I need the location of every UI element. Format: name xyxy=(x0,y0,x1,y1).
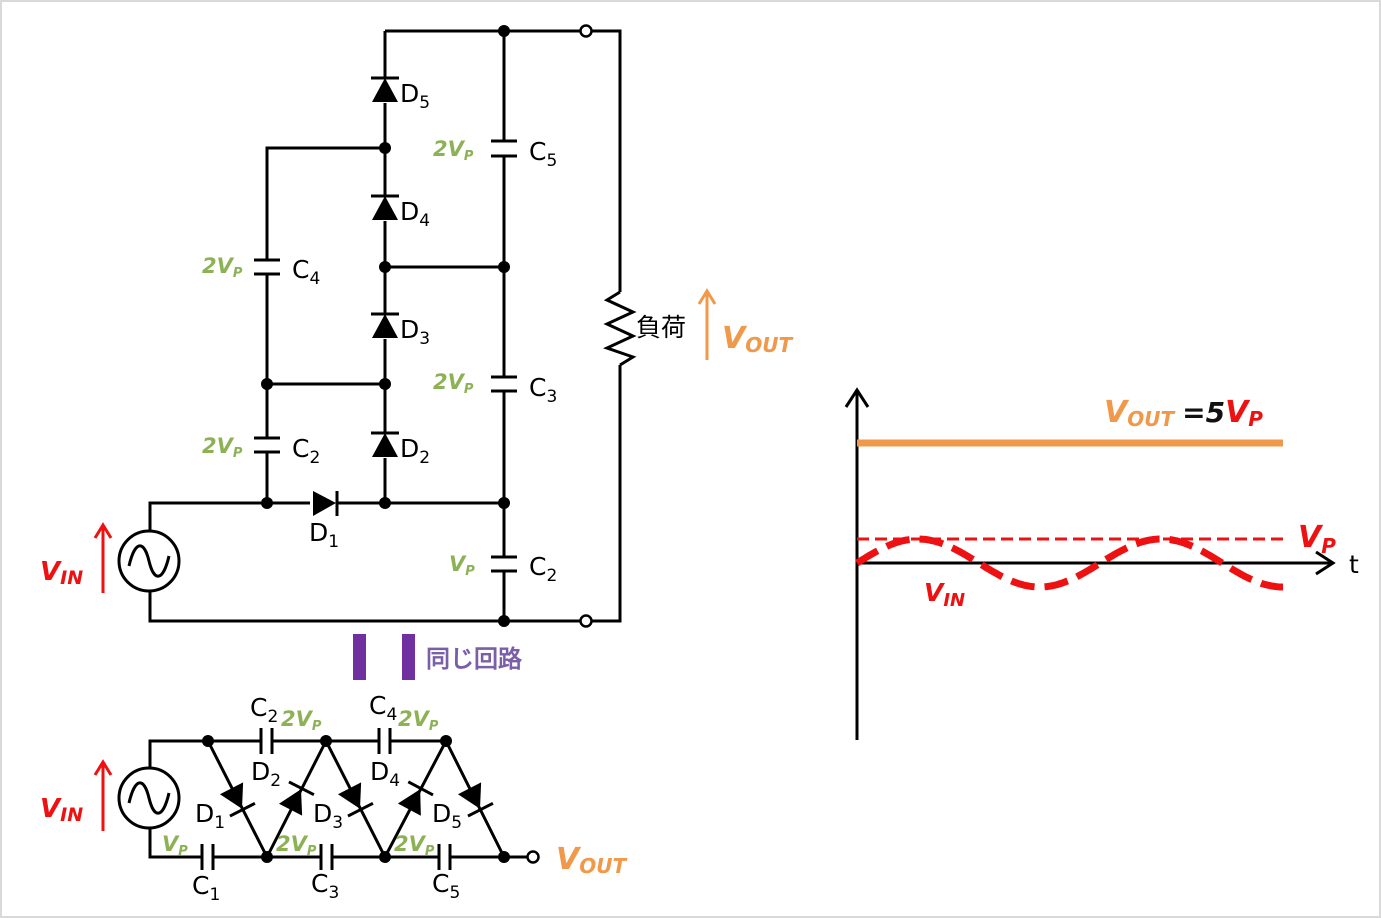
svg-text:C2: C2 xyxy=(292,434,320,468)
vin-arrow-icon xyxy=(93,759,113,831)
diode-d2-ladder xyxy=(278,780,315,816)
top-circuit: D5 D4 D3 D2 D1 C5 xyxy=(40,24,793,628)
svg-text:D1: D1 xyxy=(309,518,339,552)
svg-text:D4: D4 xyxy=(400,197,430,231)
diode-label: D5 xyxy=(400,79,430,113)
svg-text:D5: D5 xyxy=(432,799,462,833)
diode-d1-ladder xyxy=(219,782,256,818)
load-resistor-icon xyxy=(602,290,637,367)
node xyxy=(379,497,391,509)
svg-text:D2: D2 xyxy=(251,757,281,791)
svg-text:D4: D4 xyxy=(370,757,400,791)
output-terminal-bottom xyxy=(579,614,593,628)
vout-label: VOUT xyxy=(722,321,793,357)
diode-d1: D1 xyxy=(309,491,339,552)
node xyxy=(379,142,391,154)
capacitor-c1-ladder xyxy=(200,844,215,870)
equivalence-bar-right xyxy=(402,634,415,680)
voltage-label: 2VP xyxy=(394,832,435,859)
node xyxy=(498,25,510,37)
svg-text:C5: C5 xyxy=(432,869,460,903)
load-label: 負荷 xyxy=(636,313,686,342)
diode-d4-ladder xyxy=(397,780,434,816)
vin-wave-label: VIN xyxy=(924,578,965,611)
vin-label: VIN xyxy=(40,557,83,589)
voltage-label: VP xyxy=(162,832,188,859)
t-axis-label: t xyxy=(1349,550,1359,579)
output-terminal-top xyxy=(579,24,593,38)
wire-source-top xyxy=(148,501,310,532)
ac-source-icon xyxy=(117,766,181,830)
capacitor-c2-right: C2 VP xyxy=(449,552,557,586)
capacitor-c5: C5 2VP xyxy=(433,137,557,171)
svg-text:D2: D2 xyxy=(400,434,430,468)
svg-text:C1: C1 xyxy=(192,871,220,905)
vin-arrow-icon xyxy=(93,522,113,593)
equivalence-bar-left xyxy=(353,634,366,680)
vout-equation: VOUT=5VP xyxy=(1104,395,1263,431)
vout-arrow-icon xyxy=(697,288,717,360)
diode-d4: D4 xyxy=(370,194,430,231)
svg-text:C4: C4 xyxy=(369,691,397,725)
voltage-label: 2VP xyxy=(281,707,322,734)
voltage-label: 2VP xyxy=(433,137,474,164)
capacitor-c3: C3 2VP xyxy=(433,370,557,407)
voltage-label: 2VP xyxy=(202,434,243,461)
node xyxy=(498,497,510,509)
svg-text:C3: C3 xyxy=(529,373,557,407)
node xyxy=(261,497,273,509)
voltage-label: VP xyxy=(449,552,475,579)
t-axis-arrow-icon xyxy=(1315,550,1336,576)
node xyxy=(498,261,510,273)
ac-source-icon xyxy=(117,529,181,593)
capacitor-c5-ladder xyxy=(437,844,452,870)
same-circuit-label: 同じ回路 xyxy=(426,645,523,673)
wire-right-bottom xyxy=(148,365,622,623)
capacitor-c2-ladder xyxy=(259,728,274,754)
diode-d3-ladder xyxy=(337,782,374,818)
y-axis-arrow-icon xyxy=(844,387,870,408)
output-terminal-ladder xyxy=(526,850,540,864)
vp-label: VP xyxy=(1298,520,1336,558)
voltage-label: 2VP xyxy=(398,707,439,734)
node xyxy=(261,378,273,390)
diode-d5: D5 xyxy=(370,76,430,113)
diode-d5-ladder xyxy=(457,782,494,818)
vin-waveform xyxy=(855,535,1283,591)
node xyxy=(498,615,510,627)
svg-text:D3: D3 xyxy=(400,315,430,349)
capacitor-c4-ladder xyxy=(377,728,392,754)
wire xyxy=(148,828,201,859)
diode-d3: D3 xyxy=(370,312,430,349)
capacitor-c3-ladder xyxy=(319,844,334,870)
svg-text:C2: C2 xyxy=(250,693,278,727)
capacitor-c2-left: C2 2VP xyxy=(202,434,320,468)
svg-text:C4: C4 xyxy=(292,255,320,289)
svg-text:C5: C5 xyxy=(529,137,557,171)
wire xyxy=(148,739,260,768)
capacitor-c4: C4 2VP xyxy=(202,254,320,289)
junction-nodes xyxy=(261,25,510,627)
svg-text:D1: D1 xyxy=(195,799,225,833)
waveform-plot: t VOUT=5VP VP VIN xyxy=(844,387,1359,740)
vout-label: VOUT xyxy=(556,842,627,878)
diode-d2: D2 xyxy=(370,431,430,468)
svg-text:C3: C3 xyxy=(311,869,339,903)
wire-left-c4-top xyxy=(265,146,385,259)
voltage-label: 2VP xyxy=(433,370,474,397)
svg-text:C2: C2 xyxy=(529,552,557,586)
ladder-nodes xyxy=(202,735,510,863)
vin-label: VIN xyxy=(40,794,83,826)
bottom-circuit: C2 2VP C4 2VP C1 VP C3 2VP C5 2VP D1 D2 … xyxy=(40,691,627,905)
voltage-label: 2VP xyxy=(202,254,243,281)
node xyxy=(379,378,391,390)
node xyxy=(379,261,391,273)
svg-text:D3: D3 xyxy=(313,799,343,833)
same-circuit-equivalence: 同じ回路 xyxy=(353,634,523,680)
voltage-label: 2VP xyxy=(276,832,317,859)
wire-top-rail xyxy=(385,29,622,292)
